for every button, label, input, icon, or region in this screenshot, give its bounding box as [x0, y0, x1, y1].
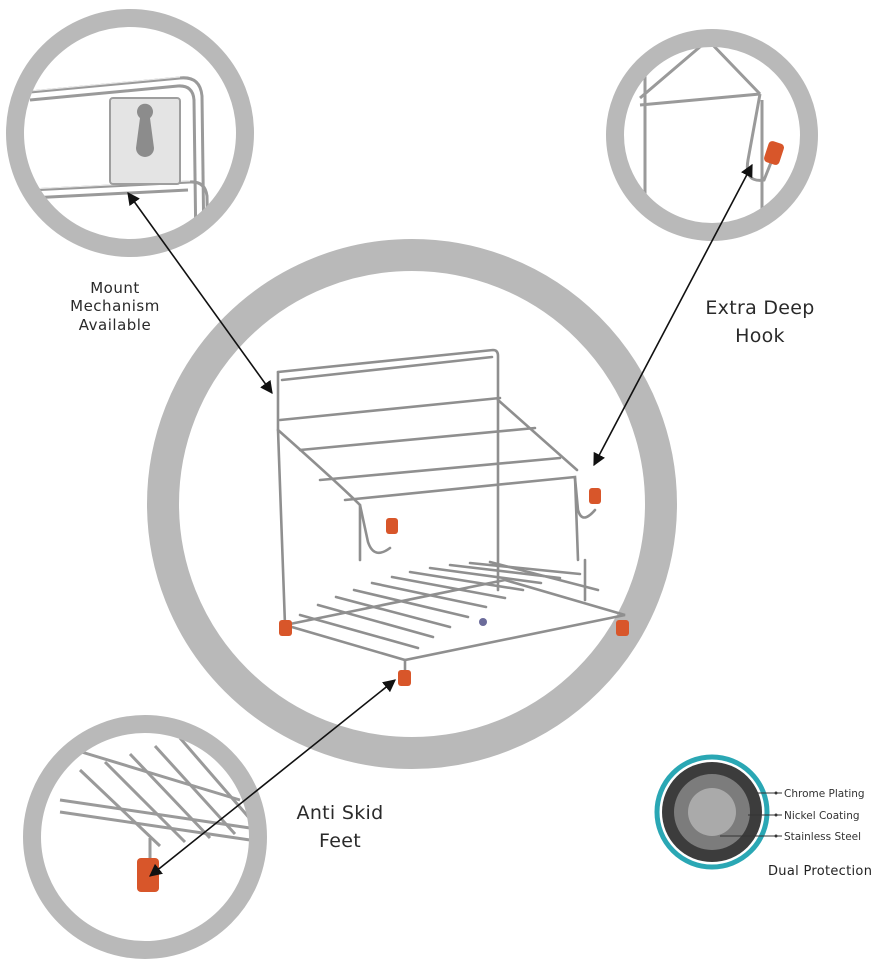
- chrome-plating-label: Chrome Plating: [784, 788, 865, 800]
- rack-rubber-parts: [279, 488, 629, 686]
- feet-detail: [23, 715, 267, 959]
- hook-detail: [606, 29, 818, 241]
- mount-detail: [6, 9, 254, 257]
- extra-deep-hook-label: Extra Deep Hook: [685, 295, 835, 350]
- mount-label-line: Mount: [90, 279, 140, 297]
- mount-label-line: Mechanism: [70, 297, 160, 316]
- feet-label-line: Feet: [319, 829, 361, 852]
- hook-arrow: [593, 163, 753, 467]
- stainless-steel-label: Stainless Steel: [784, 831, 862, 843]
- feet-arrow: [149, 679, 396, 877]
- hook-label-line: Hook: [735, 324, 785, 347]
- feet-label-line: Anti Skid: [296, 802, 384, 824]
- dual-protection-title: Dual Protection: [768, 864, 873, 879]
- foot-rubber-cap: [137, 858, 159, 892]
- mount-label-line: Available: [78, 315, 152, 334]
- wire-rack: [276, 348, 626, 677]
- main-ring: [147, 239, 677, 769]
- keyhole-slot: [136, 103, 154, 157]
- hook-rubber-cap: [764, 141, 784, 165]
- anti-skid-feet-label: Anti Skid Feet: [265, 800, 415, 855]
- hook-label-line: Extra Deep: [705, 297, 815, 319]
- nickel-coating-label: Nickel Coating: [784, 810, 860, 822]
- mount-mechanism-label: Mount Mechanism Available: [30, 279, 200, 334]
- mount-arrow: [127, 191, 273, 395]
- protection-layers-diagram: [654, 754, 782, 870]
